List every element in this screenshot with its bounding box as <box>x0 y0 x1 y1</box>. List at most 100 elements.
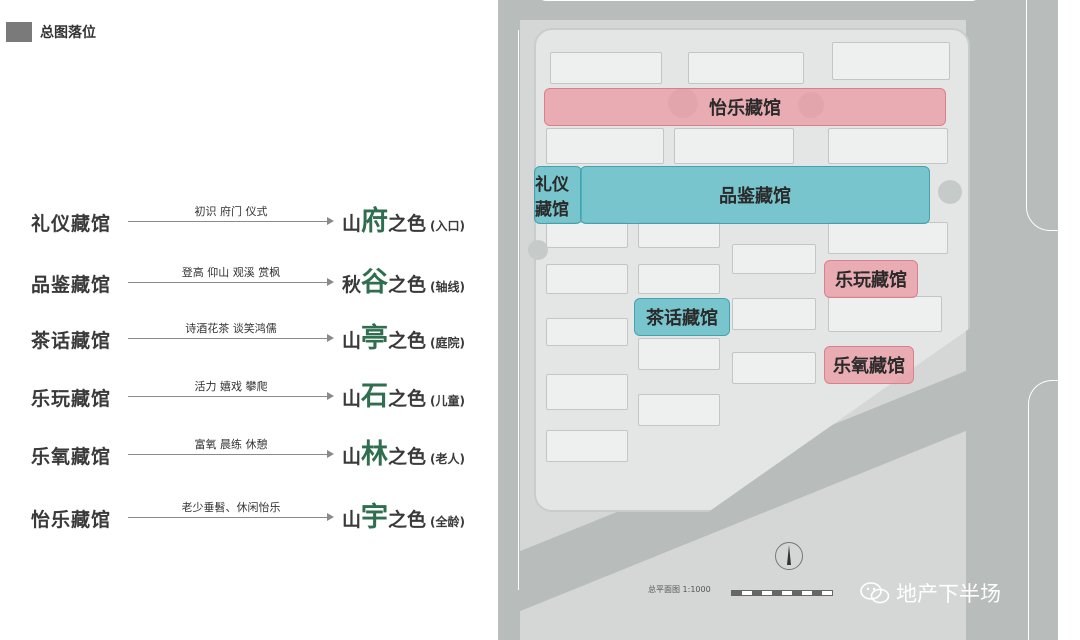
result-key: 林 <box>361 439 389 470</box>
zone-lewan: 乐玩藏馆 <box>824 260 918 298</box>
arrow-icon <box>128 334 334 342</box>
result-note: (老人) <box>430 452 466 466</box>
road-edge <box>1026 0 1058 231</box>
road-edge <box>1028 380 1058 640</box>
concept-name: 礼仪藏馆 <box>31 213 112 235</box>
result-suffix: 之色 <box>388 213 427 235</box>
section-title: 总图落位 <box>40 25 96 41</box>
result-prefix: 山 <box>342 330 362 352</box>
road-west <box>498 0 520 640</box>
concept-keywords: 登高 仰山 观溪 赏枫 <box>181 266 281 279</box>
arrow-icon <box>128 392 334 400</box>
result-note: (儿童) <box>430 394 466 408</box>
north-arrow-icon <box>775 542 803 570</box>
concept-result: 山府之色(入口) <box>342 199 465 238</box>
building <box>546 264 628 294</box>
building <box>828 128 948 164</box>
arrow-icon <box>128 450 334 458</box>
building <box>732 352 816 384</box>
building <box>546 430 628 462</box>
building <box>546 318 628 346</box>
result-prefix: 山 <box>342 213 362 235</box>
concept-name: 茶话藏馆 <box>31 330 112 352</box>
road-edge <box>538 0 980 1</box>
concept-list: 礼仪藏馆 初识 府门 仪式 山府之色(入口) 品鉴藏馆 登高 仰山 观溪 赏枫 … <box>0 0 500 640</box>
zone-leyang: 乐氧藏馆 <box>824 346 914 384</box>
arrow-icon <box>128 278 334 286</box>
concept-name: 乐玩藏馆 <box>31 388 112 410</box>
zone-pinjian: 品鉴藏馆 <box>580 166 930 224</box>
building <box>732 244 816 274</box>
result-prefix: 山 <box>342 446 362 468</box>
result-suffix: 之色 <box>388 388 427 410</box>
concept-row: 怡乐藏馆 老少垂髫、休闲怡乐 山宇之色(全龄) <box>0 499 500 539</box>
concept-result: 秋谷之色(轴线) <box>342 260 465 299</box>
building <box>546 374 628 410</box>
wechat-icon <box>860 582 890 604</box>
result-prefix: 山 <box>342 509 362 531</box>
building <box>732 298 816 330</box>
result-note: (轴线) <box>430 280 466 294</box>
header-square-icon <box>6 22 32 42</box>
zone-liyi: 礼仪藏馆 <box>534 166 582 224</box>
zone-yile: 怡乐藏馆 <box>544 88 946 126</box>
building <box>832 42 950 80</box>
watermark-text: 地产下半场 <box>896 582 1001 606</box>
building <box>828 296 942 332</box>
result-note: (全龄) <box>430 515 466 529</box>
concept-row: 品鉴藏馆 登高 仰山 观溪 赏枫 秋谷之色(轴线) <box>0 264 500 304</box>
result-key: 亭 <box>361 323 389 354</box>
result-prefix: 秋 <box>342 274 362 296</box>
concept-result: 山石之色(儿童) <box>342 374 465 413</box>
concept-keywords: 富氧 晨练 休憩 <box>194 438 268 451</box>
concept-name: 品鉴藏馆 <box>31 274 112 296</box>
building <box>638 222 720 248</box>
result-key: 宇 <box>361 502 389 533</box>
result-suffix: 之色 <box>388 446 427 468</box>
tree <box>528 240 548 260</box>
result-note: (入口) <box>430 219 466 233</box>
concept-keywords: 老少垂髫、休闲怡乐 <box>181 501 281 514</box>
building <box>550 52 662 84</box>
concept-result: 山林之色(老人) <box>342 432 465 471</box>
result-suffix: 之色 <box>388 274 427 296</box>
road-north <box>498 0 1058 20</box>
concept-result: 山宇之色(全龄) <box>342 495 465 534</box>
road-edge <box>508 30 519 590</box>
concept-name: 怡乐藏馆 <box>31 509 112 531</box>
building <box>546 222 628 248</box>
scale-bar <box>731 590 833 596</box>
result-suffix: 之色 <box>388 330 427 352</box>
road-east <box>966 0 1058 640</box>
concept-row: 礼仪藏馆 初识 府门 仪式 山府之色(入口) <box>0 203 500 243</box>
building <box>828 222 948 254</box>
result-key: 谷 <box>361 267 389 298</box>
concept-keywords: 初识 府门 仪式 <box>194 205 268 218</box>
concept-row: 茶话藏馆 诗酒花茶 谈笑鸿儒 山亭之色(庭院) <box>0 320 500 360</box>
scale-label: 总平面图 1:1000 <box>648 585 711 594</box>
site-plan: 怡乐藏馆 礼仪藏馆 品鉴藏馆 乐玩藏馆 茶话藏馆 乐氧藏馆 总平面图 1:100… <box>498 0 1058 640</box>
zone-chahua: 茶话藏馆 <box>634 298 730 336</box>
building <box>638 338 720 370</box>
arrow-icon <box>128 217 334 225</box>
building <box>638 394 720 426</box>
concept-row: 乐玩藏馆 活力 嬉戏 攀爬 山石之色(儿童) <box>0 378 500 418</box>
concept-row: 乐氧藏馆 富氧 晨练 休憩 山林之色(老人) <box>0 436 500 476</box>
result-suffix: 之色 <box>388 509 427 531</box>
concept-name: 乐氧藏馆 <box>31 446 112 468</box>
result-note: (庭院) <box>430 336 466 350</box>
concept-result: 山亭之色(庭院) <box>342 316 465 355</box>
concept-keywords: 诗酒花茶 谈笑鸿儒 <box>185 322 277 335</box>
result-key: 府 <box>361 206 389 237</box>
result-key: 石 <box>361 381 389 412</box>
building <box>688 52 804 84</box>
building <box>546 128 664 164</box>
arrow-icon <box>128 513 334 521</box>
watermark: 地产下半场 <box>860 578 1001 608</box>
result-prefix: 山 <box>342 388 362 410</box>
building <box>638 264 720 294</box>
concept-keywords: 活力 嬉戏 攀爬 <box>194 380 268 393</box>
tree <box>938 180 962 204</box>
building <box>674 128 794 164</box>
section-header: 总图落位 <box>6 22 96 42</box>
